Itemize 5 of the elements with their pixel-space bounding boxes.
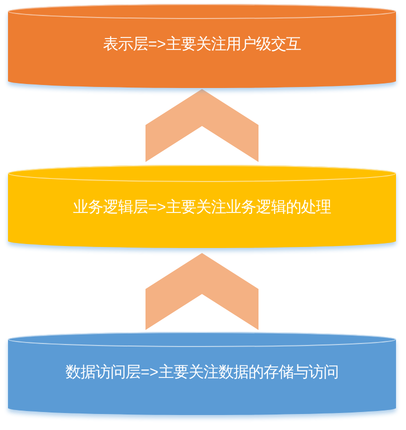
chevron-arrow <box>146 89 258 162</box>
layer-label: 业务逻辑层=>主要关注业务逻辑的处理 <box>73 199 331 217</box>
layer-label: 数据访问层=>主要关注数据的存储与访问 <box>66 364 338 382</box>
layer-label: 表示层=>主要关注用户级交互 <box>103 36 301 54</box>
chevron-arrow <box>146 253 258 330</box>
